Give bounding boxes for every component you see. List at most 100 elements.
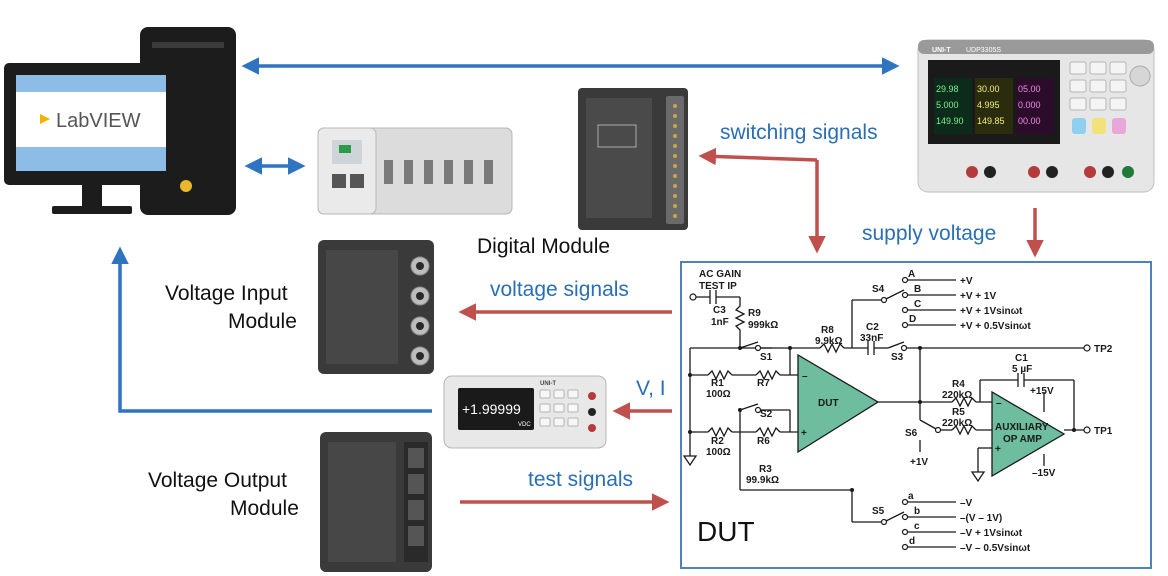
multimeter-unit: VDC — [518, 422, 531, 428]
upper-switch-pos-a: A — [908, 269, 915, 280]
switching-to-digital-arrow — [698, 147, 818, 166]
r4-value: 220kΩ — [942, 390, 972, 401]
ps-reading-1: 29.98 — [936, 84, 959, 94]
voltage-output-module-illustration — [320, 432, 432, 572]
voltage-signals-label: voltage signals — [490, 278, 629, 301]
upper-switch-pos-c: C — [914, 299, 921, 310]
lower-switch-pos-b: b — [914, 506, 920, 517]
c3-label: C3 — [713, 305, 726, 316]
pc-monitor — [4, 63, 180, 214]
r2-value: 100Ω — [706, 447, 731, 458]
supply-voltage-label: supply voltage — [862, 222, 997, 245]
r2-label: R2 — [711, 436, 724, 447]
power-supply-brand: UNI-T — [932, 47, 951, 54]
c3-value: 1nF — [711, 317, 729, 328]
r5-value: 220kΩ — [942, 418, 972, 429]
s5-label: S5 — [872, 506, 885, 517]
upper-switch-val-c: +V + 1Vsinωt — [960, 306, 1023, 317]
r3-value: 99.9kΩ — [746, 475, 779, 486]
schematic-contacts — [688, 346, 1076, 492]
upper-switch-pos-b: B — [914, 284, 921, 295]
v-i-label: V, I — [636, 377, 666, 400]
voltage-output-label-line2: Module — [230, 497, 299, 520]
power-supply-model: UDP3305S — [966, 47, 1001, 54]
cdaq-chassis-illustration — [317, 127, 513, 215]
lower-switch-val-c: –V + 1Vsinωt — [960, 528, 1023, 539]
blue-connection-arrows — [111, 57, 900, 413]
multimeter-to-pc-arrow — [111, 246, 432, 413]
lower-switch-val-a: –V — [960, 498, 973, 509]
plus15-label: +15V — [1030, 386, 1054, 397]
lower-switch-pos-c: c — [914, 521, 920, 532]
lower-switch-pos-d: d — [909, 536, 915, 547]
voltage-input-label-line2: Module — [228, 310, 297, 333]
upper-switch-val-b: +V + 1V — [960, 291, 996, 302]
ac-gain-label: AC GAIN — [699, 269, 741, 280]
digital-module-illustration — [578, 88, 688, 230]
voltage-input-label-line1: Voltage Input — [165, 282, 288, 305]
tp1-label: TP1 — [1094, 426, 1113, 437]
schematic-labels: AC GAIN TEST IP C3 1nF R9 999kΩ R8 9.9kΩ… — [699, 269, 1113, 554]
voltage-output-label-line1: Voltage Output — [148, 469, 287, 492]
ps-reading-8: 149.85 — [977, 116, 1005, 126]
lower-switch-val-b: –(V – 1V) — [960, 513, 1002, 524]
switching-signals-label: switching signals — [720, 121, 878, 144]
schematic-open-contacts — [689, 276, 1091, 551]
r1-label: R1 — [711, 378, 724, 389]
dut-minus-label: – — [802, 371, 808, 382]
ps-reading-7: 149.90 — [936, 116, 964, 126]
multimeter-brand: UNI-T — [540, 381, 556, 387]
aux-minus-label: – — [996, 398, 1002, 409]
r9-value: 999kΩ — [748, 320, 778, 331]
dut-opamp — [797, 353, 880, 454]
lower-switch-val-d: –V – 0.5Vsinωt — [960, 543, 1031, 554]
upper-switch-pos-d: D — [909, 314, 916, 325]
voltage-input-module-illustration — [318, 240, 434, 374]
r9-label: R9 — [748, 308, 761, 319]
aux-opamp-label2: OP AMP — [1003, 434, 1042, 445]
r1-value: 100Ω — [706, 389, 731, 400]
r8-label: R8 — [821, 325, 834, 336]
r6-label: R6 — [757, 436, 770, 447]
r3-label: R3 — [759, 464, 772, 475]
dut-plus-label: + — [801, 428, 807, 439]
dut-box-label: DUT — [697, 516, 755, 547]
upper-switch-val-d: +V + 0.5Vsinωt — [960, 321, 1031, 332]
r4-label: R4 — [952, 379, 965, 390]
r8-value: 9.9kΩ — [815, 336, 842, 347]
power-supply-illustration — [917, 39, 1155, 193]
r7-label: R7 — [757, 378, 770, 389]
ps-reading-6: 0.000 — [1018, 100, 1041, 110]
ps-reading-4: 5.000 — [936, 100, 959, 110]
multimeter-reading: +1.99999 — [462, 401, 521, 417]
test-ip-label: TEST IP — [699, 281, 737, 292]
auxiliary-opamp — [991, 390, 1066, 478]
computer-illustration — [4, 27, 236, 215]
r5-label: R5 — [952, 407, 965, 418]
upper-switch-val-a: +V — [960, 276, 973, 287]
s4-label: S4 — [872, 284, 885, 295]
ps-reading-9: 00.00 — [1018, 116, 1041, 126]
multimeter-illustration — [443, 375, 607, 449]
s6-label: S6 — [905, 428, 918, 439]
c1-value: 5 µF — [1012, 364, 1032, 375]
labview-logo-text: LabVIEW — [56, 110, 141, 132]
ps-reading-3: 05.00 — [1018, 84, 1041, 94]
test-signals-label: test signals — [528, 468, 634, 491]
aux-plus-label: + — [995, 444, 1001, 455]
power-supply-readings: 29.98 30.00 05.00 5.000 4.995 0.000 149.… — [936, 84, 1041, 126]
minus15-label: –15V — [1032, 468, 1056, 479]
ps-reading-5: 4.995 — [977, 100, 1000, 110]
plus1-label: +1V — [910, 457, 928, 468]
tp2-label: TP2 — [1094, 344, 1113, 355]
c2-value: 33nF — [860, 333, 883, 344]
s1-label: S1 — [760, 352, 773, 363]
red-signal-arrows — [458, 147, 1044, 511]
s3-label: S3 — [891, 352, 904, 363]
dut-opamp-label: DUT — [818, 398, 839, 409]
aux-opamp-label1: AUXILIARY — [995, 422, 1049, 433]
ps-reading-2: 30.00 — [977, 84, 1000, 94]
s2-label: S2 — [760, 409, 773, 420]
digital-module-label: Digital Module — [477, 235, 611, 258]
